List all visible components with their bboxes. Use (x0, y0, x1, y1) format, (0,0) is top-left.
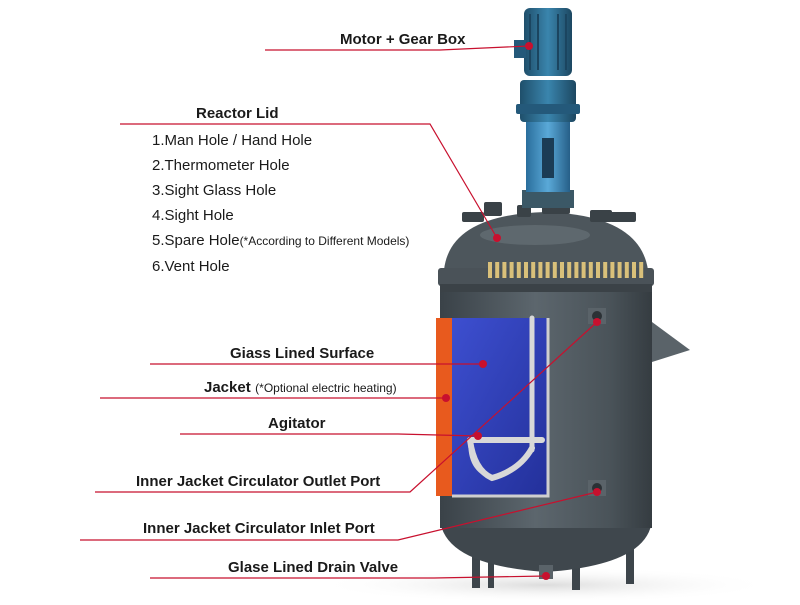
leader-inlet (80, 491, 598, 541)
flange-clamp (552, 262, 557, 278)
vessel-bottom-head (440, 520, 652, 572)
red-dot-icon (493, 234, 501, 242)
lid-item-5: 5.Spare Hole(*According to Different Mod… (152, 232, 410, 249)
lid-item-5-note: (*According to Different Models) (239, 234, 410, 248)
flange-clamp (596, 262, 600, 278)
lid-item-3: 3.Sight Glass Hole (152, 182, 277, 199)
motor-terminal-box (514, 40, 526, 58)
flange-clamp (509, 262, 514, 278)
lid-flange-lower (440, 284, 652, 292)
shaft-window (542, 138, 554, 178)
leader-outlet (95, 321, 598, 493)
flange-clamps (488, 262, 644, 278)
red-dot-icon (593, 488, 601, 496)
leader-motor (265, 45, 530, 51)
label-inlet-port: Inner Jacket Circulator Inlet Port (143, 520, 375, 537)
label-reactor-lid: Reactor Lid (196, 105, 279, 122)
flange-clamp (588, 262, 593, 278)
label-jacket-row: Jacket (*Optional electric heating) (204, 379, 397, 397)
flange-clamp (516, 262, 521, 278)
red-dot-icon (479, 360, 487, 368)
flange-clamp (567, 262, 572, 278)
floor-shadow (315, 567, 775, 603)
motor-frame (522, 190, 574, 208)
lid-item-6: 6.Vent Hole (152, 258, 230, 275)
flange-clamp (603, 262, 608, 278)
leader-agitator (180, 433, 479, 437)
leader-lid (120, 123, 498, 239)
callout-markers (442, 42, 601, 580)
label-agitator: Agitator (268, 415, 326, 432)
red-dot-icon (542, 572, 550, 580)
flange-clamp (538, 262, 543, 278)
lid-nozzles (462, 202, 636, 222)
flange-clamp (624, 262, 629, 278)
flange-clamp (581, 262, 586, 278)
red-dot-icon (593, 318, 601, 326)
flange-clamp (574, 262, 579, 278)
motor (524, 8, 572, 76)
lid-item-2: 2.Thermometer Hole (152, 157, 290, 174)
label-jacket: Jacket (204, 379, 251, 396)
flange-clamp (632, 262, 636, 278)
flange-clamp (639, 262, 644, 278)
red-dot-icon (474, 432, 482, 440)
flange-clamp (545, 262, 550, 278)
label-drain-valve: Glase Lined Drain Valve (228, 559, 399, 576)
flange-clamp (524, 262, 528, 278)
side-support-bracket (652, 322, 690, 362)
jacket-layer (436, 318, 456, 496)
lid-item-1: 1.Man Hole / Hand Hole (152, 132, 313, 149)
flange-clamp (610, 262, 615, 278)
lid-item-4: 4.Sight Hole (152, 207, 234, 224)
label-motor: Motor + Gear Box (340, 31, 466, 48)
cutaway-edge (452, 318, 550, 498)
red-dot-icon (525, 42, 533, 50)
leader-lines (80, 45, 598, 579)
flange-clamp (531, 262, 536, 278)
motor-fins (529, 14, 567, 70)
reactor-lid-list: 1.Man Hole / Hand Hole 2.Thermometer Hol… (152, 128, 409, 279)
flange-clamp (495, 262, 500, 278)
leader-drain (150, 575, 547, 579)
outlet-port (588, 308, 606, 324)
label-outlet-port: Inner Jacket Circulator Outlet Port (136, 473, 381, 490)
lid-highlight (480, 225, 590, 245)
label-jacket-note: (*Optional electric heating) (255, 381, 397, 395)
gear-box (520, 80, 576, 122)
gear-box-flange (516, 104, 580, 114)
label-glass-lined-surface: Giass Lined Surface (230, 345, 375, 362)
flange-clamp (560, 262, 564, 278)
agitator (467, 315, 545, 482)
flange-clamp (502, 262, 507, 278)
red-dot-icon (442, 394, 450, 402)
flange-clamp (617, 262, 622, 278)
flange-clamp (488, 262, 492, 278)
